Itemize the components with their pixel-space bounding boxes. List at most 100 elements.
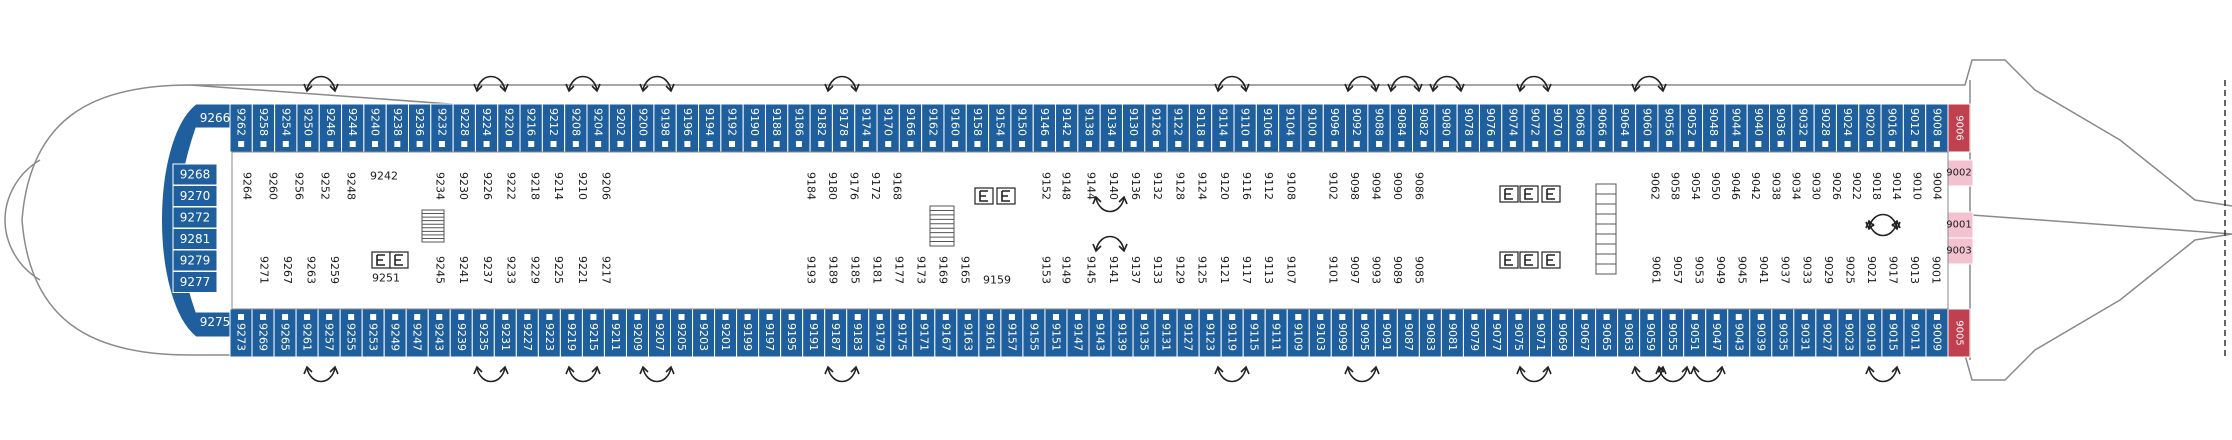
connecting-cabins-arrow-icon (1690, 365, 1726, 383)
cabin-number: 9244 (346, 108, 359, 136)
cabin-number: 9277 (180, 275, 211, 289)
cabin-number: 9080 (1439, 108, 1452, 136)
cabin-number: 9130 (1127, 108, 1140, 136)
sofa-bed-square-icon (1933, 314, 1940, 320)
sofa-bed-square-icon (1197, 141, 1204, 147)
cabin-9003[interactable] (1944, 237, 1974, 265)
cabin-number: 9261 (301, 323, 314, 351)
cabin-number: 9190 (748, 108, 761, 136)
sofa-bed-square-icon (1175, 141, 1182, 147)
cabin-number: 9072 (1529, 108, 1542, 136)
sofa-bed-square-icon (1777, 141, 1784, 147)
cabin-9277[interactable] (172, 271, 218, 293)
sofa-bed-square-icon (1207, 314, 1214, 320)
cabin-number: 9224 (480, 108, 493, 136)
cabin-number: 9082 (1417, 108, 1430, 136)
sofa-bed-square-icon (1509, 141, 1516, 147)
cabin-number: 9252 (319, 172, 332, 200)
cabin-number: 9029 (1822, 256, 1835, 284)
cabin-number: 9088 (1373, 108, 1386, 136)
sofa-bed-square-icon (1515, 314, 1522, 320)
sofa-bed-square-icon (1625, 314, 1632, 320)
cabin-number: 9052 (1685, 108, 1698, 136)
cabin-number: 9225 (552, 256, 565, 284)
sofa-bed-square-icon (1442, 141, 1449, 147)
cabin-number: 9207 (653, 323, 666, 351)
sofa-bed-square-icon (1119, 314, 1126, 320)
cabin-number: 9068 (1573, 108, 1586, 136)
sofa-bed-square-icon (1317, 314, 1324, 320)
sofa-bed-square-icon (1845, 314, 1852, 320)
sofa-bed-square-icon (348, 314, 355, 320)
cabin-number: 9102 (1326, 172, 1339, 200)
cabin-number: 9254 (279, 108, 292, 136)
cabin-number: 9132 (1151, 172, 1164, 200)
connecting-cabins-arrow-icon (1516, 75, 1552, 93)
sofa-bed-square-icon (550, 141, 557, 147)
cabin-number: 9021 (1865, 256, 1878, 284)
connecting-cabins-arrow-icon (1865, 213, 1901, 231)
sofa-bed-square-icon (1866, 141, 1873, 147)
cabin-number: 9192 (726, 108, 739, 136)
sofa-bed-square-icon (1251, 314, 1258, 320)
cabin-number: 9191 (807, 323, 820, 351)
cabin-number: 9219 (565, 323, 578, 351)
sofa-bed-square-icon (1052, 314, 1059, 320)
sofa-bed-square-icon (1331, 141, 1338, 147)
cabin-number: 9168 (891, 172, 904, 200)
cabin-number: 9129 (1173, 256, 1186, 284)
cabin-number: 9071 (1534, 323, 1547, 351)
cabin-number: 9223 (543, 323, 556, 351)
cabin-number: 9131 (1160, 323, 1173, 351)
cabin-number: 9046 (1729, 172, 1742, 200)
cabin-number: 9138 (1083, 108, 1096, 136)
cabin-number: 9194 (703, 108, 716, 136)
cabin-number: 9119 (1226, 323, 1239, 351)
cabin-number: 9253 (367, 323, 380, 351)
sofa-bed-square-icon (1823, 314, 1830, 320)
cabin-9001[interactable] (1944, 211, 1974, 239)
sofa-bed-square-icon (282, 314, 289, 320)
cabin-number: 9160 (949, 108, 962, 136)
cabin-number: 9203 (697, 323, 710, 351)
sofa-bed-square-icon (795, 141, 802, 147)
sofa-bed-square-icon (1576, 141, 1583, 147)
cabin-number: 9100 (1306, 108, 1319, 136)
sofa-bed-square-icon (1074, 314, 1081, 320)
cabin-number: 9157 (1005, 323, 1018, 351)
sofa-bed-square-icon (1383, 314, 1390, 320)
cabin-number: 9110 (1239, 108, 1252, 136)
cabin-9006[interactable] (1947, 103, 1971, 153)
cabin-number: 9113 (1262, 256, 1275, 284)
cabin-number: 9200 (636, 108, 649, 136)
cabin-9005[interactable] (1947, 308, 1971, 358)
sofa-bed-square-icon (1643, 141, 1650, 147)
cabin-number: 9011 (1908, 323, 1921, 351)
cabin-number: 9019 (1864, 323, 1877, 351)
sofa-bed-square-icon (662, 141, 669, 147)
sofa-bed-square-icon (952, 141, 959, 147)
cabin-number: 9234 (433, 172, 446, 200)
sofa-bed-square-icon (700, 314, 707, 320)
sofa-bed-square-icon (1405, 314, 1412, 320)
cabin-number: 9002 (1946, 168, 1971, 179)
cabin-number: 9123 (1204, 323, 1217, 351)
elevator-icon (1499, 185, 1519, 203)
cabin-9002[interactable] (1944, 159, 1974, 187)
cabin-number: 9026 (1830, 172, 1843, 200)
sofa-bed-square-icon (1911, 314, 1918, 320)
cabin-number: 9235 (477, 323, 490, 351)
cabin-number: 9221 (576, 256, 589, 284)
cabin-number: 9069 (1556, 323, 1569, 351)
connecting-cabins-arrow-icon (473, 75, 509, 93)
sofa-bed-square-icon (1822, 141, 1829, 147)
sofa-bed-square-icon (751, 141, 758, 147)
connecting-cabins-arrow-icon (565, 365, 601, 383)
sofa-bed-square-icon (1286, 141, 1293, 147)
cabin-number: 9215 (587, 323, 600, 351)
connecting-cabins-arrow-icon (303, 365, 339, 383)
sofa-bed-square-icon (1097, 314, 1104, 320)
cabin-number: 9016 (1886, 108, 1899, 136)
cabin-number: 9186 (792, 108, 805, 136)
cabin-number: 9177 (893, 256, 906, 284)
